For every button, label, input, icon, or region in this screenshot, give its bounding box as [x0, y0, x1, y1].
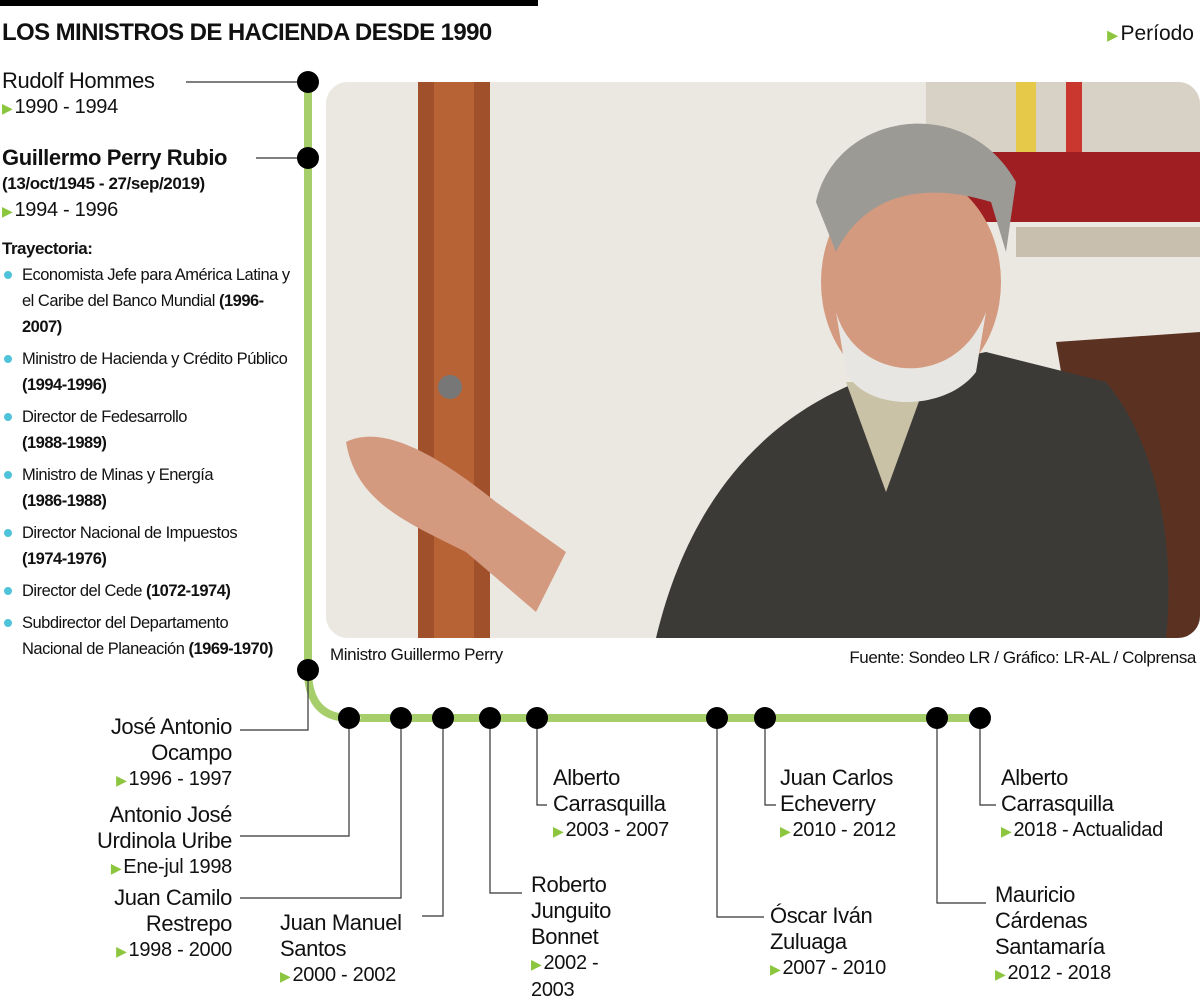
minister-entry: Alberto Carrasquilla ▶2003 - 2007	[553, 765, 669, 841]
timeline-dot	[297, 659, 319, 681]
minister-entry: Juan Manuel Santos ▶2000 - 2002	[280, 910, 402, 986]
timeline-dot	[926, 707, 948, 729]
photo-caption: Ministro Guillermo Perry	[330, 645, 503, 664]
minister-dates: (13/oct/1945 - 27/sep/2019)	[2, 174, 205, 193]
minister-name: Rudolf Hommes	[2, 68, 155, 93]
minister-entry: Rudolf Hommes ▶1990 - 1994	[2, 68, 155, 121]
minister-period: ▶1994 - 1996	[2, 199, 118, 221]
title-rule	[0, 0, 538, 6]
timeline-dot	[754, 707, 776, 729]
featured-minister: Guillermo Perry Rubio (13/oct/1945 - 27/…	[2, 145, 227, 224]
minister-entry: Antonio José Urdinola Uribe ▶Ene-jul 199…	[96, 802, 232, 878]
trajectory-item: Director Nacional de Impuestos (1974-197…	[2, 520, 292, 572]
legend-label: Período	[1120, 22, 1194, 45]
legend: ▶Período	[1107, 22, 1194, 46]
trajectory-item: Ministro de Hacienda y Crédito Público (…	[2, 346, 292, 398]
timeline-dot	[390, 707, 412, 729]
green-triangle-icon: ▶	[1107, 28, 1119, 44]
trajectory-item: Director del Cede (1072-1974)	[2, 578, 292, 604]
timeline-dot	[297, 71, 319, 93]
timeline-line	[304, 82, 980, 722]
trajectory-item: Director de Fedesarrollo (1988-1989)	[2, 404, 292, 456]
trajectory-item: Economista Jefe para América Latina y el…	[2, 262, 292, 340]
minister-period: ▶1990 - 1994	[2, 96, 118, 118]
trajectory-label: Trayectoria:	[2, 239, 93, 258]
timeline-dot	[338, 707, 360, 729]
minister-entry: José Antonio Ocampo ▶1996 - 1997	[110, 714, 233, 790]
timeline-dot	[706, 707, 728, 729]
timeline-dot	[969, 707, 991, 729]
minister-entry: Mauricio Cárdenas Santamaría ▶2012 - 201…	[995, 882, 1111, 984]
minister-photo	[326, 82, 1200, 638]
minister-entry: Alberto Carrasquilla ▶2018 - Actualidad	[1001, 765, 1163, 841]
trajectory: Trayectoria: Economista Jefe para Améric…	[2, 236, 292, 668]
page-title: LOS MINISTROS DE HACIENDA DESDE 1990	[2, 19, 492, 46]
timeline-dot	[432, 707, 454, 729]
minister-name: Guillermo Perry Rubio	[2, 145, 228, 170]
minister-entry: Óscar Iván Zuluaga ▶2007 - 2010	[770, 903, 886, 979]
timeline-dot	[297, 147, 319, 169]
source-credit: Fuente: Sondeo LR / Gráfico: LR-AL / Col…	[849, 648, 1196, 667]
trajectory-item: Ministro de Minas y Energía (1986-1988)	[2, 462, 292, 514]
minister-entry: Juan Camilo Restrepo ▶1998 - 2000	[114, 885, 232, 961]
trajectory-item: Subdirector del Departamento Nacional de…	[2, 610, 292, 662]
minister-entry: Roberto Junguito Bonnet ▶2002 - 2003	[531, 872, 611, 1001]
timeline-dot	[526, 707, 548, 729]
connector-lines	[186, 81, 996, 918]
minister-entry: Juan Carlos Echeverry ▶2010 - 2012	[780, 765, 896, 841]
timeline-dot	[479, 707, 501, 729]
